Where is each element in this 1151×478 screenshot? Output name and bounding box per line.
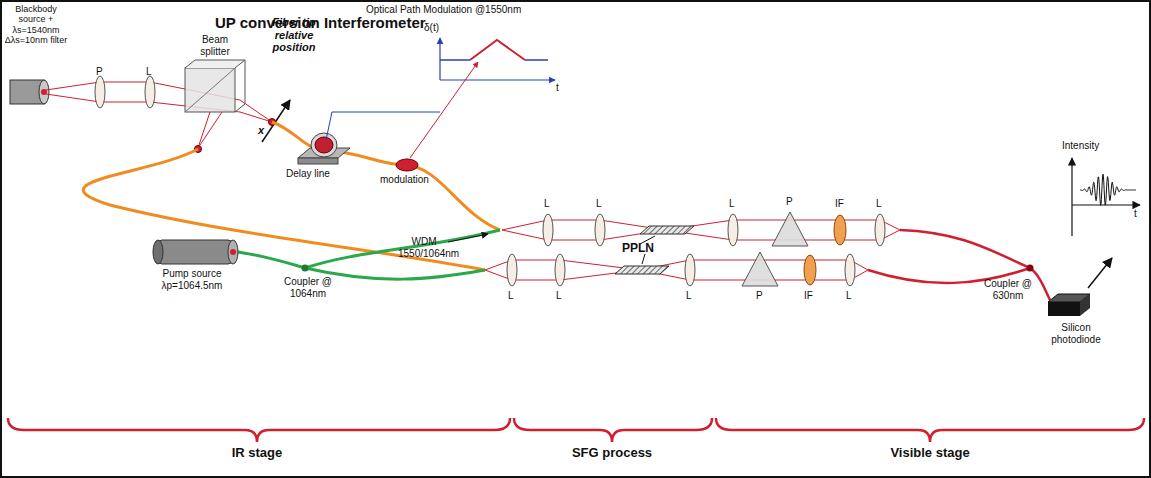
component-label: L: [556, 290, 562, 302]
component-label: P: [786, 196, 793, 208]
component-label: IR stage: [217, 446, 297, 461]
interference-filter: [804, 215, 846, 285]
green-fiber: [238, 252, 305, 268]
translation-arrow: [262, 100, 290, 142]
red-fiber: [900, 230, 1030, 268]
pump-laser: [153, 240, 238, 264]
lens: [95, 76, 155, 108]
component-label: Silicon photodiode: [1040, 322, 1112, 345]
component-label: Blackbody source + λs=1540nm Δλs=10nm fi…: [3, 4, 69, 45]
blackbody-source: [10, 80, 49, 104]
component-label: Optical Path Modulation @1550nm: [366, 4, 521, 16]
component-label: P: [756, 290, 763, 302]
component-label: PPLN: [622, 242, 654, 256]
component-label: L: [508, 290, 514, 302]
beam-splitter-cube: [185, 60, 245, 112]
leader-line: [448, 234, 488, 242]
intensity-plot: [1072, 158, 1140, 236]
component-label: L: [729, 198, 735, 210]
component-label: IF: [835, 198, 844, 210]
green-fiber: [305, 268, 485, 279]
coupler-dot: [302, 265, 309, 272]
leader-line: [332, 112, 440, 113]
component-label: SFG process: [562, 446, 662, 461]
component-label: Fiber tip relative position: [258, 16, 330, 54]
orange-fiber: [272, 122, 500, 230]
delay-line: [298, 133, 350, 164]
red-fiber: [1030, 268, 1050, 300]
silicon-photodiode: [1048, 294, 1090, 316]
component-label: WDM 1550/1064nm: [398, 236, 450, 259]
modulator: [396, 159, 418, 171]
component-label: Beam splitter: [190, 34, 240, 57]
component-label: t: [556, 82, 559, 94]
orange-fiber: [83, 149, 485, 270]
component-label: L: [596, 198, 602, 210]
component-label: t: [1134, 208, 1137, 220]
component-label: δ(t): [424, 22, 439, 34]
component-label: L: [876, 198, 882, 210]
ir-beam: [46, 82, 272, 148]
component-label: Coupler @ 1064nm: [278, 276, 338, 299]
component-label: Delay line: [286, 168, 330, 180]
component-label: P: [96, 66, 103, 78]
stage-bracket: [8, 418, 1144, 442]
leader-line: [410, 62, 478, 158]
lens: [507, 214, 885, 286]
output-arrow: [1088, 258, 1112, 288]
modulation-plot: [440, 38, 555, 80]
component-label: L: [544, 198, 550, 210]
component-label: IF: [804, 290, 813, 302]
diagram-title: UP conversion Interferometer: [215, 14, 426, 31]
component-label: Coupler @ 630nm: [982, 278, 1034, 301]
component-label: modulation: [380, 174, 429, 186]
component-label: L: [146, 66, 152, 78]
ppln-crystal: [615, 226, 694, 274]
coupler-dot: [1027, 265, 1034, 272]
component-label: Pump source λp=1064.5nm: [146, 268, 238, 291]
green-fiber: [305, 230, 500, 268]
component-label: x: [258, 124, 264, 137]
component-label: L: [846, 290, 852, 302]
component-label: L: [686, 290, 692, 302]
component-label: Visible stage: [870, 446, 990, 461]
prism: [742, 212, 808, 286]
component-label: Intensity: [1062, 140, 1099, 152]
leader-line: [326, 112, 332, 140]
leader-line: [642, 254, 645, 264]
